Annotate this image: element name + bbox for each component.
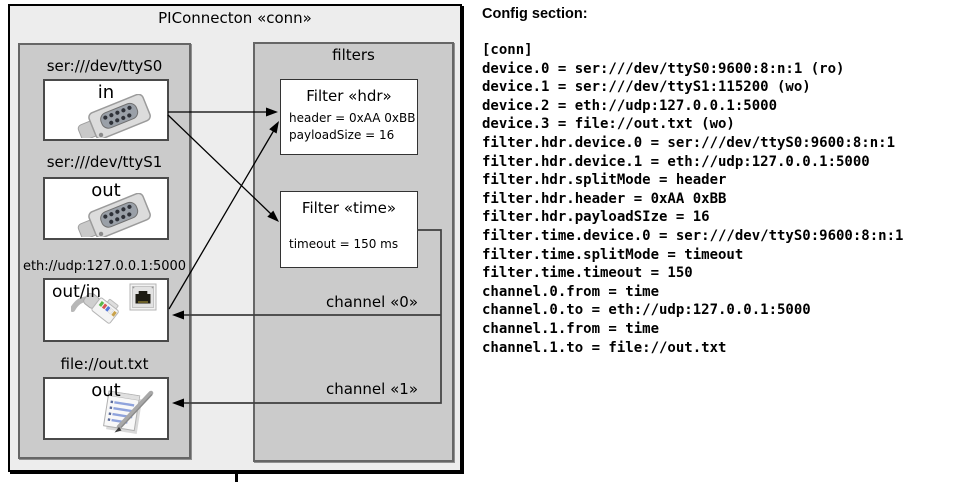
device-box-file: out <box>43 377 169 440</box>
device-box-ttys1: out <box>43 177 169 240</box>
filter-hdr-box: Filter «hdr» header = 0xAA 0xBB payloadS… <box>280 79 418 155</box>
filter-hdr-attribute-payloadsize: payloadSize = 16 <box>289 128 395 142</box>
config-section: Config section: [conn] device.0 = ser://… <box>482 6 962 357</box>
serial-connector-icon <box>77 94 151 138</box>
device-label-eth: eth://udp:127.0.0.1:5000 <box>22 259 187 274</box>
port-label: out <box>91 380 121 401</box>
config-line: device.2 = eth://udp:127.0.0.1:5000 <box>482 97 778 114</box>
serial-connector-icon <box>77 193 151 237</box>
device-label-ttys0: ser:///dev/ttyS0 <box>46 57 163 75</box>
filter-time-title: Filter «time» <box>301 199 397 217</box>
config-line: filter.time.device.0 = ser:///dev/ttyS0:… <box>482 227 904 244</box>
device-box-eth: out/in <box>43 278 169 342</box>
port-label: in <box>97 82 115 103</box>
config-line: channel.0.to = eth://udp:127.0.0.1:5000 <box>482 302 811 319</box>
device-box-ttys0: in <box>43 79 169 141</box>
device-label-file: file://out.txt <box>60 355 149 373</box>
device-label-ttys1: ser:///dev/ttyS1 <box>46 153 163 171</box>
config-listing: [conn] device.0 = ser:///dev/ttyS0:9600:… <box>482 41 962 357</box>
config-line: channel.0.from = time <box>482 283 660 300</box>
config-line: device.3 = file://out.txt (wo) <box>482 116 735 133</box>
channel-1-label: channel «1» <box>325 380 418 398</box>
port-label: out <box>91 180 121 201</box>
ethernet-port-icon <box>129 283 157 311</box>
config-line: channel.1.from = time <box>482 320 660 337</box>
config-line: filter.hdr.device.1 = eth://udp:127.0.0.… <box>482 153 870 170</box>
filter-hdr-attribute-header: header = 0xAA 0xBB <box>289 111 416 125</box>
notepad-pen-icon <box>103 390 154 434</box>
config-line: filter.time.splitMode = timeout <box>482 246 744 263</box>
config-line: filter.hdr.payloadSIze = 16 <box>482 209 710 226</box>
config-section-title: Config section: <box>482 6 588 22</box>
config-line: device.0 = ser:///dev/ttyS0:9600:8:n:1 (… <box>482 60 845 77</box>
filter-time-attribute-timeout: timeout = 150 ms <box>289 237 399 251</box>
config-line: device.1 = ser:///dev/ttyS1:115200 (wo) <box>482 79 811 96</box>
bottom-border-tick <box>235 474 238 482</box>
port-label: out/in <box>52 282 102 302</box>
config-line: filter.hdr.device.0 = ser:///dev/ttyS0:9… <box>482 134 896 151</box>
filter-hdr-title: Filter «hdr» <box>306 87 392 105</box>
filter-time-box: Filter «time» timeout = 150 ms <box>280 191 418 268</box>
config-line: [conn] <box>482 42 533 58</box>
config-line: filter.hdr.header = 0xAA 0xBB <box>482 190 727 207</box>
channel-0-label: channel «0» <box>325 293 418 311</box>
config-line: channel.1.to = file://out.txt <box>482 339 727 356</box>
config-line: filter.hdr.splitMode = header <box>482 172 727 189</box>
filters-panel-title: filters <box>332 46 375 64</box>
config-line: filter.time.timeout = 150 <box>482 265 693 282</box>
ethernet-connector-icon <box>71 293 119 324</box>
diagram-title: PIConnecton «conn» <box>158 9 312 27</box>
